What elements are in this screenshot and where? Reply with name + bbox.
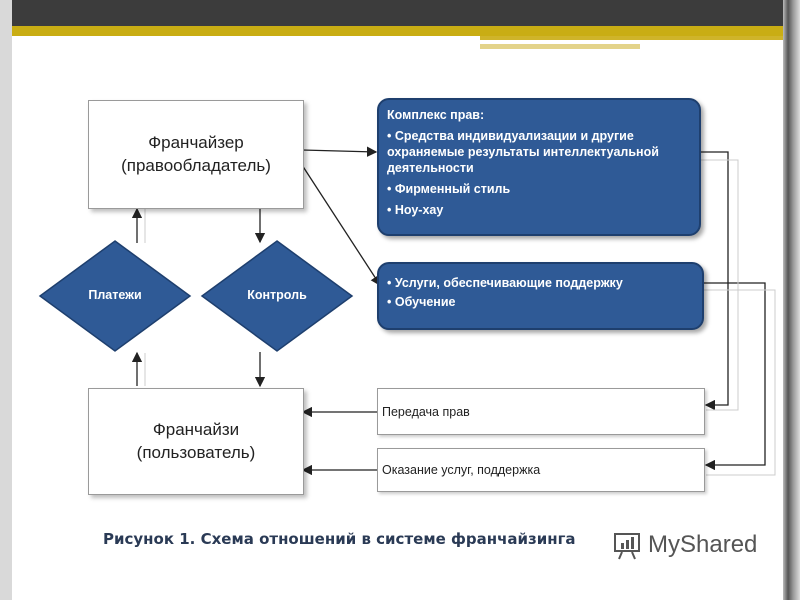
franchisor-subtitle: (правообладатель)	[121, 155, 271, 175]
rights-transfer-box: Передача прав	[377, 388, 705, 435]
right-strip	[783, 0, 800, 600]
control-label: Контроль	[247, 288, 307, 302]
support-services-box: Оказание услуг, поддержка	[377, 448, 705, 492]
rights-item: • Фирменный стиль	[387, 181, 511, 196]
services-item: • Обучение	[387, 294, 456, 309]
logo-text: MyShared	[648, 531, 758, 558]
services-item: • Услуги, обеспечивающие поддержку	[387, 276, 623, 290]
accent-bar	[12, 26, 783, 36]
rights-item: • Средства индивидуализации и другие охр…	[387, 128, 659, 176]
rights-item: • Ноу-хау	[387, 203, 444, 218]
figure-caption: Рисунок 1. Схема отношений в системе фра…	[103, 530, 576, 548]
left-strip	[0, 0, 12, 600]
rights-title: Комплекс прав:	[387, 108, 485, 122]
payments-diamond	[38, 240, 192, 352]
franchisor-title: Франчайзер	[148, 132, 244, 152]
rights-complex-box: Комплекс прав: • Средства индивидуализац…	[377, 98, 701, 236]
franchisee-box: Франчайзи (пользователь)	[88, 388, 304, 495]
slide-header-bar	[12, 0, 783, 26]
accent-bar-2	[480, 36, 783, 40]
services-box: • Услуги, обеспечивающие поддержку • Обу…	[377, 262, 704, 330]
franchisor-box: Франчайзер (правообладатель)	[88, 100, 304, 209]
accent-bar-3	[480, 44, 640, 49]
payments-label: Платежи	[88, 288, 142, 302]
control-diamond	[200, 240, 354, 352]
franchisee-subtitle: (пользователь)	[136, 442, 256, 462]
myshared-logo: MyShared	[612, 530, 757, 560]
presentation-icon	[614, 533, 640, 560]
franchisee-title: Франчайзи	[152, 419, 240, 439]
